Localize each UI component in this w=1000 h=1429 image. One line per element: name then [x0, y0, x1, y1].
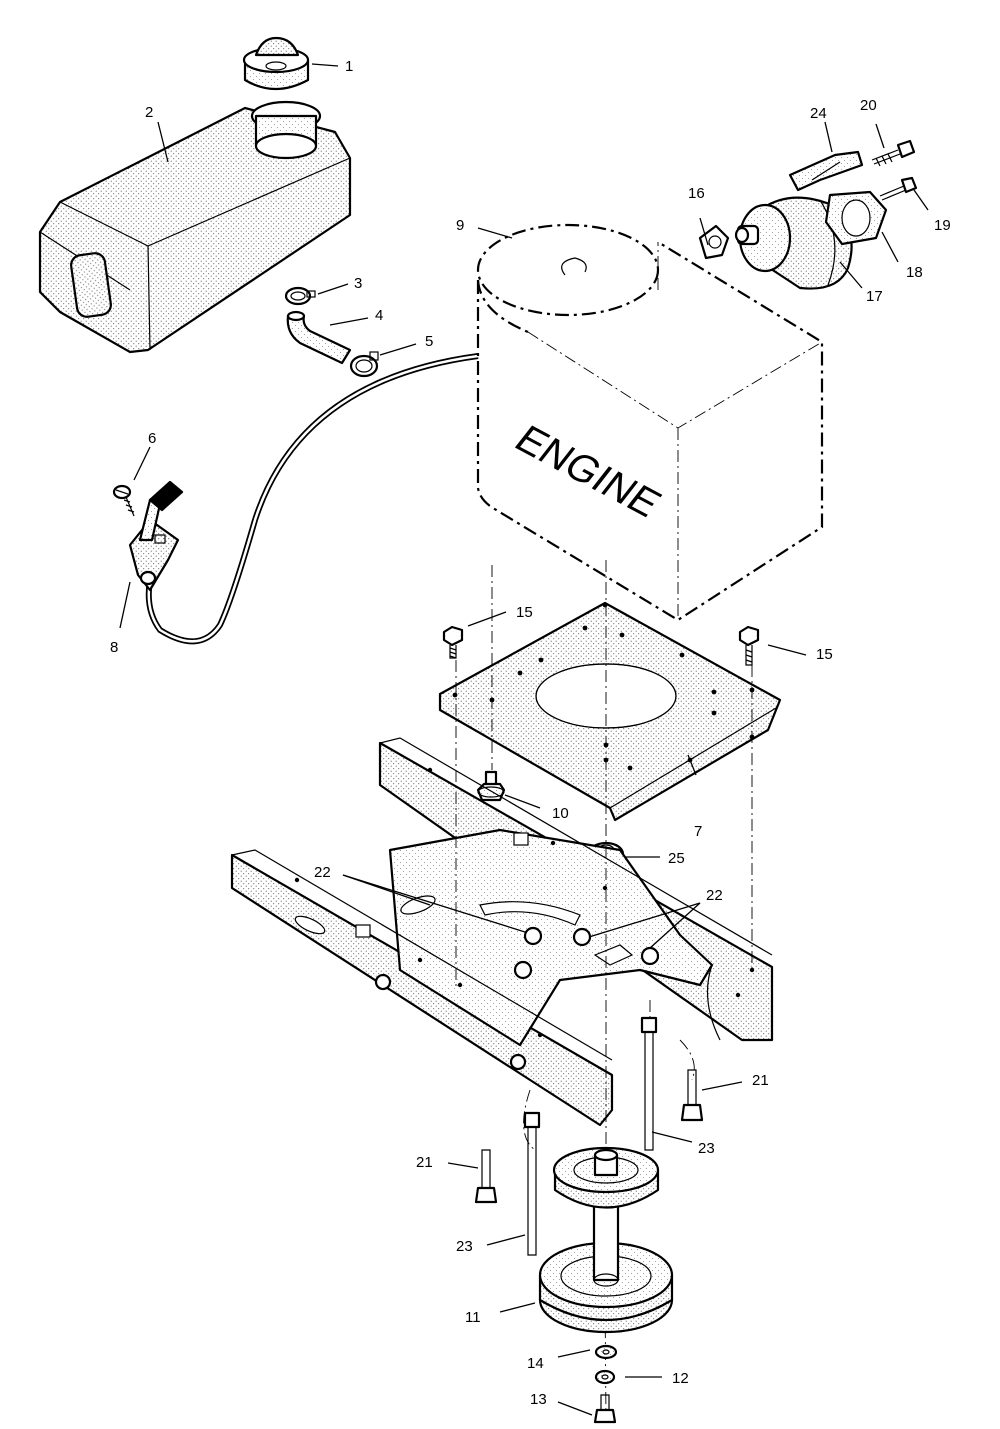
- engine-mount-plate: [438, 601, 782, 822]
- callout-22-left: 22: [314, 864, 331, 881]
- callout-15-left: 15: [516, 604, 533, 621]
- mount-bolt-right: [738, 625, 760, 666]
- engine-label: ENGINE: [506, 417, 669, 525]
- callout-25: 25: [668, 850, 685, 867]
- engine-pulley: [538, 1146, 674, 1334]
- callout-7: 7: [694, 823, 702, 840]
- callout-21-right: 21: [752, 1072, 769, 1089]
- callout-18: 18: [906, 264, 923, 281]
- callout-15-right: 15: [816, 646, 833, 663]
- callout-4: 4: [375, 307, 383, 324]
- callout-9: 9: [456, 217, 464, 234]
- pulley-bolt: [593, 1394, 617, 1424]
- callout-3: 3: [354, 275, 362, 292]
- callout-14: 14: [527, 1355, 544, 1372]
- callout-24: 24: [810, 105, 827, 122]
- deflector-screw: [879, 176, 918, 201]
- hose-clamp-lower: [349, 351, 379, 378]
- throttle-cable: [145, 353, 479, 645]
- callout-23-right: 23: [698, 1140, 715, 1157]
- callout-12: 12: [672, 1370, 689, 1387]
- frame-chassis: [230, 737, 774, 1127]
- washer: [594, 1344, 618, 1360]
- callout-11: 11: [465, 1309, 481, 1326]
- callout-8: 8: [110, 639, 118, 656]
- callout-16: 16: [688, 185, 705, 202]
- muffler-gasket: [698, 224, 730, 260]
- fuel-hose: [286, 310, 352, 365]
- pulley-bolt-left: [474, 1149, 498, 1204]
- callout-1: 1: [345, 58, 353, 75]
- muffler-guard: [788, 150, 864, 192]
- fuel-tank: [38, 100, 352, 354]
- pulley-bolt-right: [680, 1069, 704, 1122]
- hose-clamp-upper: [284, 286, 316, 306]
- mount-bolt-left: [442, 625, 464, 659]
- callout-19: 19: [934, 217, 951, 234]
- callout-23-left: 23: [456, 1238, 473, 1255]
- mount-stud: [476, 770, 506, 802]
- callout-22-right: 22: [706, 887, 723, 904]
- callout-17: 17: [866, 288, 883, 305]
- callout-5: 5: [425, 333, 433, 350]
- idler-stud-left: [523, 1111, 541, 1256]
- callout-10: 10: [552, 805, 569, 822]
- leader-lines: [119, 63, 929, 1416]
- callout-labels: 1 2 3 4 5 6 7 8 9 10 11 12 13 14 15 15 1…: [110, 58, 951, 1408]
- deflector-ring: [824, 190, 888, 246]
- guard-screw-long: [871, 139, 916, 167]
- callout-13: 13: [530, 1391, 547, 1408]
- throttle-screw: [112, 484, 135, 517]
- callout-6: 6: [148, 430, 156, 447]
- engine-block: ENGINE: [476, 223, 824, 622]
- idler-stud-right: [640, 1016, 658, 1151]
- muffler: [734, 196, 853, 290]
- lock-washer: [594, 1369, 616, 1385]
- throttle-control: [128, 480, 184, 592]
- callout-20: 20: [860, 97, 877, 114]
- callout-21-left: 21: [416, 1154, 433, 1171]
- callout-2: 2: [145, 104, 153, 121]
- fuel-cap: [242, 36, 310, 90]
